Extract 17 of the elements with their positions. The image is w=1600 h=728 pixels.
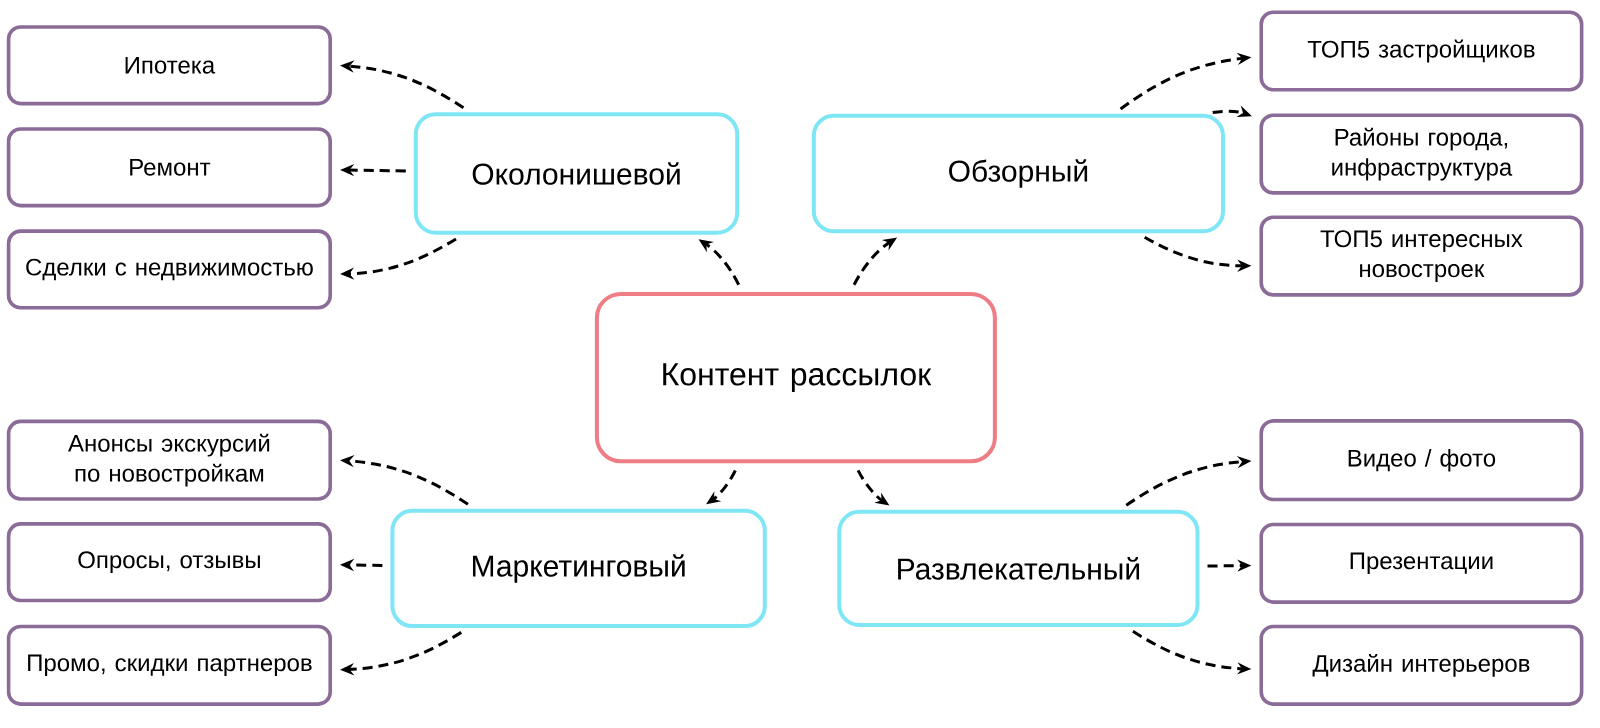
central-topic-box: Контент рассылок: [594, 291, 997, 464]
topic-box: Презентации: [1259, 522, 1584, 604]
topic-box: Ремонт: [6, 127, 332, 208]
topic-box: Сделки с недвижимостью: [6, 229, 332, 310]
topic-box: Анонсы экскурсий по новостройкам: [6, 419, 332, 501]
topic-box: Опросы, отзывы: [6, 522, 332, 603]
topic-box: Районы города, инфраструктура: [1259, 113, 1584, 195]
topic-box: ТОП5 застройщиков: [1259, 10, 1584, 92]
category-box: Околонишевой: [413, 112, 740, 235]
topic-box: ТОП5 интересных новостроек: [1259, 215, 1584, 297]
category-box: Обзорный: [811, 113, 1225, 234]
category-box: Развлекательный: [837, 509, 1200, 627]
topic-box: Ипотека: [6, 25, 332, 106]
category-box: Маркетинговый: [390, 508, 767, 629]
topic-box: Видео / фото: [1259, 419, 1584, 502]
topic-box: Промо, скидки партнеров: [6, 624, 332, 706]
topic-box: Дизайн интерьеров: [1259, 624, 1584, 706]
